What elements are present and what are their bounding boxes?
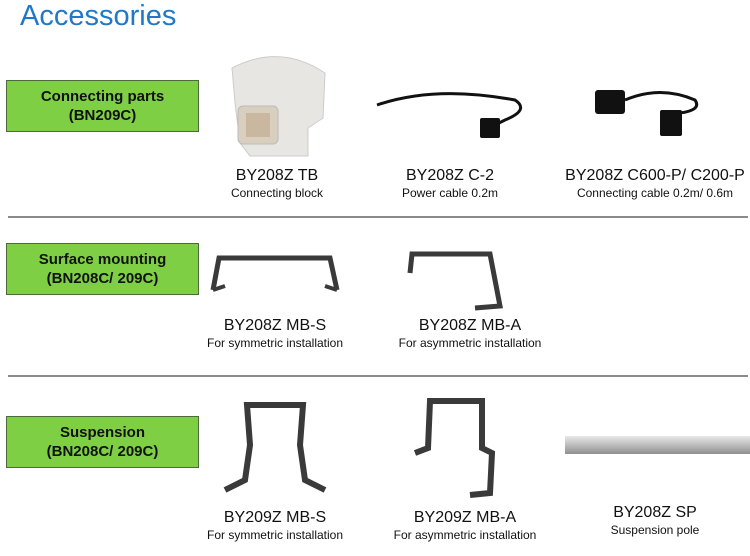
product-name: BY208Z MB-S: [223, 317, 327, 334]
bracket-symmetric-icon: [210, 255, 340, 292]
product-item: BY208Z MB-S For symmetric installation: [165, 316, 385, 351]
product-description: Connecting cable 0.2m/ 0.6m: [576, 186, 734, 200]
product-name: BY208Z C600-P/ C200-P: [565, 167, 745, 184]
product-item: BY209Z MB-A For asymmetric installation: [355, 508, 575, 543]
product-name: BY208Z MB-A: [418, 317, 522, 334]
suspension-bracket-symmetric-icon: [223, 402, 327, 493]
product-name: BY209Z MB-S: [223, 509, 327, 526]
product-item: BY208Z C600-P/ C200-P Connecting cable 0…: [545, 166, 750, 201]
product-description: Connecting block: [230, 186, 324, 200]
bracket-asymmetric-icon: [407, 251, 503, 311]
category-suspension: Suspension (BN208C/ 209C): [6, 416, 199, 468]
product-name: BY209Z MB-A: [413, 509, 517, 526]
category-model: (BN208C/ 209C): [46, 270, 159, 287]
suspension-bracket-asymmetric-icon: [413, 398, 496, 498]
category-model: (BN208C/ 209C): [46, 443, 159, 460]
product-description: For symmetric installation: [206, 336, 344, 350]
power-cable-icon: [376, 92, 523, 138]
product-item: BY209Z MB-S For symmetric installation: [165, 508, 385, 543]
product-name: BY208Z C-2: [405, 167, 495, 184]
product-name: BY208Z TB: [235, 167, 319, 184]
product-item: BY208Z TB Connecting block: [167, 166, 387, 201]
section-divider: [8, 375, 748, 377]
product-description: For asymmetric installation: [398, 336, 542, 350]
product-description: Power cable 0.2m: [401, 186, 499, 200]
product-description: For asymmetric installation: [393, 528, 537, 542]
category-label: Connecting parts: [40, 88, 165, 105]
section-divider: [8, 216, 748, 218]
product-name: BY208Z SP: [613, 504, 697, 521]
connecting-cable-icon: [595, 90, 699, 136]
product-item: BY208Z SP Suspension pole: [545, 503, 750, 538]
page-title: Accessories: [20, 0, 177, 32]
product-description: For symmetric installation: [206, 528, 344, 542]
category-label: Suspension: [59, 424, 145, 441]
suspension-pole-icon: [565, 436, 750, 454]
connecting-block-icon: [231, 56, 326, 157]
category-label: Surface mounting: [38, 251, 167, 268]
product-item: BY208Z C-2 Power cable 0.2m: [340, 166, 560, 201]
product-item: BY208Z MB-A For asymmetric installation: [360, 316, 580, 351]
category-surface-mounting: Surface mounting (BN208C/ 209C): [6, 243, 199, 295]
category-model: (BN209C): [68, 107, 137, 124]
product-description: Suspension pole: [610, 523, 700, 537]
category-connecting-parts: Connecting parts (BN209C): [6, 80, 199, 132]
